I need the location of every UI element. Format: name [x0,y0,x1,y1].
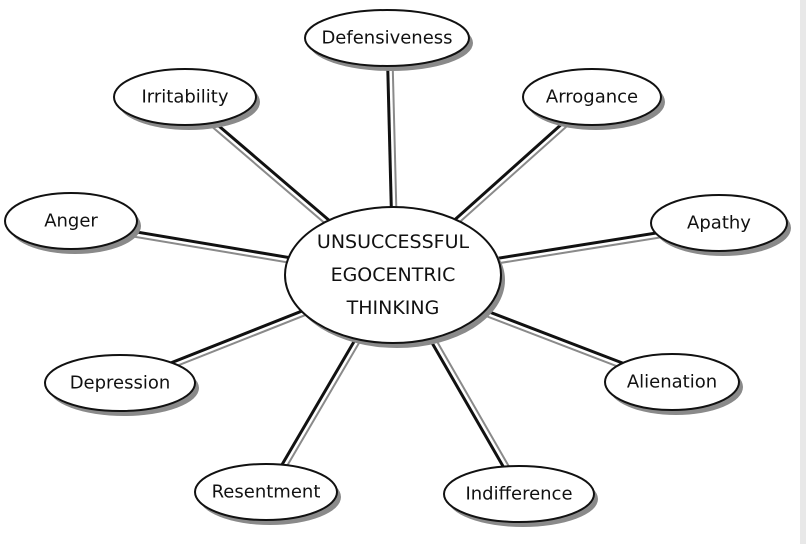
node-label: Anger [44,211,98,232]
nodes: DefensivenessArroganceApathyAlienationIn… [4,9,791,527]
node-label: UNSUCCESSFUL [317,231,470,253]
node-label: Depression [70,373,171,394]
node-label: Defensiveness [321,28,452,49]
node-depression: Depression [44,354,199,416]
node-apathy: Apathy [650,194,791,256]
node-anger: Anger [4,192,141,254]
node-label: Alienation [627,372,717,393]
node-label: Resentment [212,482,321,503]
center-node: UNSUCCESSFUL EGOCENTRIC THINKING [284,206,505,348]
node-ellipse [194,463,338,521]
node-ellipse [304,9,470,67]
node-ellipse [4,192,138,250]
node-ellipse [113,68,257,126]
node-label: EGOCENTRIC [331,264,456,286]
node-resentment: Resentment [194,463,341,525]
node-arrogance: Arrogance [522,68,665,130]
node-ellipse [522,68,662,126]
node-defensiveness: Defensiveness [304,9,473,71]
right-edge-strip [800,0,806,544]
node-irritability: Irritability [113,68,260,130]
node-ellipse [650,194,788,252]
node-indifference: Indifference [443,465,598,527]
node-ellipse [44,354,196,412]
node-label: Arrogance [546,87,638,108]
node-label: Indifference [465,484,572,505]
node-ellipse [443,465,595,523]
node-label: Apathy [687,213,751,234]
node-ellipse [604,353,740,411]
node-label: THINKING [346,297,440,319]
node-ellipse [284,206,502,344]
node-label: Irritability [141,87,228,108]
node-alienation: Alienation [604,353,743,415]
